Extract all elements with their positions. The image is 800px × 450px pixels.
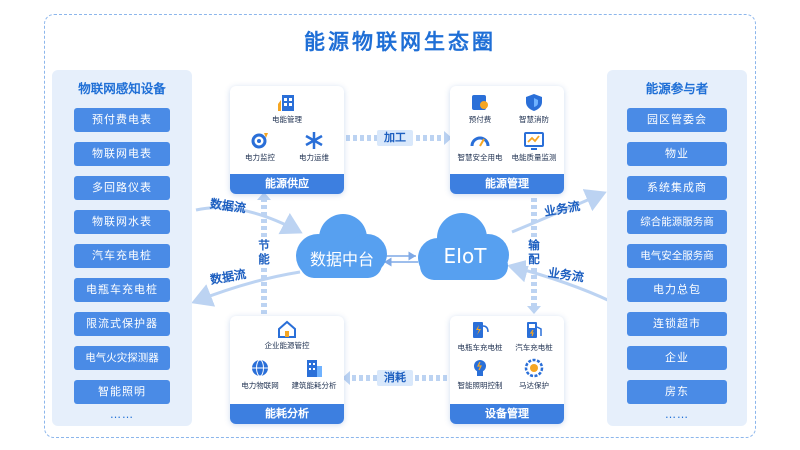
right-panel: 能源参与者 园区管委会 物业 系统集成商 综合能源服务商 电气安全服务商 电力总… [607,70,747,426]
left-item-ebike-charger: 电瓶车充电桩 [74,278,170,302]
snowflake-tool-icon [305,132,323,149]
card-item-enterprise-energy: 企业能源管控 [259,320,315,351]
right-item-enterprise: 企业 [627,346,727,370]
left-more: …… [110,408,134,421]
card-item-ebike-charger: 电瓶车充电桩 [452,320,508,353]
data-flow-top-arrow [195,206,303,235]
card-item-motor-protection: 马达保护 [506,358,562,391]
gauge-icon [470,136,490,147]
card-item-power-quality: 电能质量监测 [506,130,562,163]
card-item-label: 电力监控 [245,153,275,162]
left-item-iot-meter: 物联网电表 [74,142,170,166]
left-item-car-charger: 汽车充电桩 [74,244,170,268]
card-item-label: 电能质量监测 [511,153,557,162]
gear-monitor-icon [251,133,268,149]
right-item-safety-service: 电气安全服务商 [627,244,727,268]
card-equipment-management-title: 设备管理 [450,404,564,424]
card-item-power-management: 电能管理 [259,92,315,125]
right-item-park-committee: 园区管委会 [627,108,727,132]
card-item-label: 电瓶车充电桩 [457,343,503,352]
data-flow-bottom-arrow [191,270,301,307]
card-item-label: 马达保护 [519,381,549,390]
left-item-current-limiter: 限流式保护器 [74,312,170,336]
card-item-label: 智能照明控制 [457,381,503,390]
card-item-label: 智慧安全用电 [457,153,503,162]
card-energy-supply: 电能管理 电力监控 电力运维 能源供应 [230,86,344,194]
monitor-chart-icon [524,132,544,150]
process-label: 加工 [377,130,413,146]
fuel-pump-icon [527,322,542,338]
data-platform-cloud-icon [296,214,387,278]
office-building-icon [307,360,322,377]
card-item-label: 汽车充电桩 [515,343,553,352]
card-energy-management: 预付费 智慧消防 智慧安全用电 电能质量监测 能源管理 [450,86,564,194]
right-item-integrator: 系统集成商 [627,176,727,200]
save-label: 节能 [256,238,272,266]
left-panel: 物联网感知设备 预付费电表 物联网电表 多回路仪表 物联网水表 汽车充电桩 电瓶… [52,70,192,426]
card-consumption-analysis-title: 能耗分析 [230,404,344,424]
left-item-prepaid-meter: 预付费电表 [74,108,170,132]
right-item-energy-service: 综合能源服务商 [627,210,727,234]
right-item-power-contractor: 电力总包 [627,278,727,302]
globe-icon [252,359,268,377]
card-item-label: 智慧消防 [519,115,549,124]
card-item-power-maintenance: 电力运维 [286,130,342,163]
left-panel-title: 物联网感知设备 [78,81,166,96]
card-equipment-management: 电瓶车充电桩 汽车充电桩 智能照明控制 马达保护 设备管理 [450,316,564,424]
diagram-title: 能源物联网生态圈 [304,30,496,54]
left-item-multi-circuit-meter: 多回路仪表 [74,176,170,200]
building-icon [278,95,294,111]
business-flow-top-arrow [511,189,607,234]
lightbulb-icon [474,360,486,376]
card-item-building-analysis: 建筑能耗分析 [286,358,342,391]
card-item-label: 电力物联网 [241,381,279,390]
card-item-label: 电能管理 [272,115,302,124]
business-flow-bottom-arrow [507,259,613,304]
house-icon [278,320,296,338]
distribute-label: 输配 [526,238,542,266]
ecosystem-frame [44,14,756,438]
card-item-lighting-control: 智能照明控制 [452,358,508,391]
card-item-label: 电力运维 [299,153,329,162]
card-payment-icon [472,95,488,110]
card-item-label: 建筑能耗分析 [291,381,337,390]
right-item-landlord: 房东 [627,380,727,404]
left-item-iot-water-meter: 物联网水表 [74,210,170,234]
right-item-chain-supermarket: 连锁超市 [627,312,727,336]
card-item-prepaid: 预付费 [452,92,508,125]
right-item-property: 物业 [627,142,727,166]
left-item-smart-lighting: 智能照明 [74,380,170,404]
eiot-cloud-icon [418,213,509,280]
motor-gear-icon [524,358,544,378]
card-item-label: 预付费 [468,115,492,124]
right-panel-title: 能源参与者 [645,81,709,96]
right-more: …… [665,408,689,421]
card-consumption-analysis: 企业能源管控 电力物联网 建筑能耗分析 能耗分析 [230,316,344,424]
card-energy-supply-title: 能源供应 [230,174,344,194]
card-energy-management-title: 能源管理 [450,174,564,194]
consume-label: 消耗 [377,370,413,386]
left-item-fire-detector: 电气火灾探测器 [74,346,170,370]
card-item-power-iot: 电力物联网 [232,358,288,391]
shield-icon [526,94,542,111]
card-item-car-charger: 汽车充电桩 [506,320,562,353]
card-item-power-monitoring: 电力监控 [232,130,288,163]
card-item-smart-fire: 智慧消防 [506,92,562,125]
card-item-label: 企业能源管控 [264,341,310,350]
data-platform-label: 数据中台 [309,250,374,269]
card-item-smart-safety: 智慧安全用电 [452,130,508,163]
ebike-charger-icon [473,322,489,338]
eiot-label: EIoT [443,244,487,268]
